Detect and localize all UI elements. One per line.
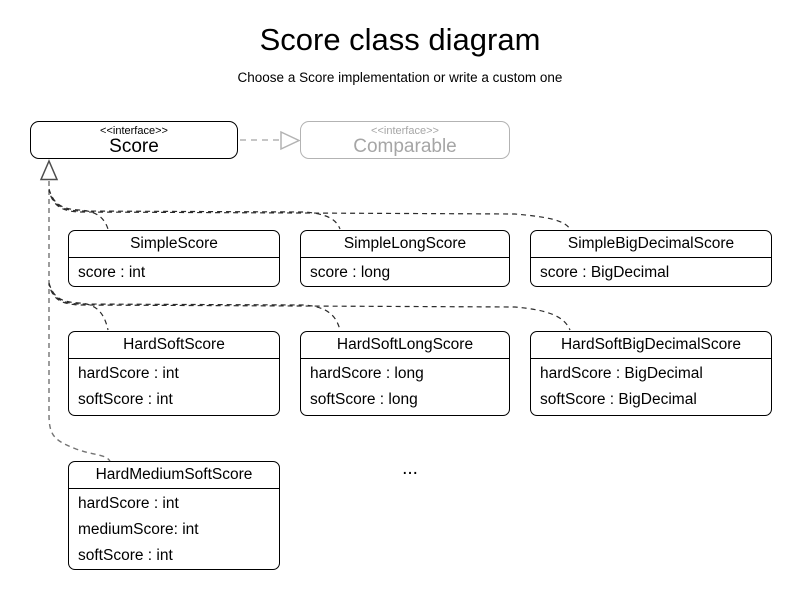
branch-simplebigdecimalscore [48, 190, 571, 230]
interface-box-score: <<interface>> Score [30, 121, 238, 159]
class-attribute: mediumScore: int [78, 521, 199, 538]
page-title: Score class diagram [259, 22, 541, 57]
class-title: HardSoftBigDecimalScore [531, 332, 771, 359]
realization-trunk-line [48, 181, 111, 462]
class-attribute: softScore : BigDecimal [540, 391, 697, 408]
class-attribute: hardScore : long [310, 365, 424, 382]
class-attribute: score : int [78, 264, 146, 281]
comparable-name: Comparable [353, 136, 457, 157]
class-box-simplescore: SimpleScore score : int [68, 230, 280, 287]
score-name: Score [109, 136, 159, 157]
class-attribute: hardScore : int [78, 365, 179, 382]
class-title: SimpleScore [69, 231, 279, 258]
comparable-stereotype: <<interface>> [371, 125, 439, 137]
class-title: HardMediumSoftScore [69, 462, 279, 489]
up-hollow-triangle-icon [39, 159, 59, 181]
class-box-hardsoftlongscore: HardSoftLongScore hardScore : long softS… [300, 331, 510, 416]
page-subtitle: Choose a Score implementation or write a… [237, 70, 563, 85]
branch-hardsoftlongscore [48, 283, 341, 331]
class-title: SimpleBigDecimalScore [531, 231, 771, 258]
class-box-hardsoftscore: HardSoftScore hardScore : int softScore … [68, 331, 280, 416]
class-title: SimpleLongScore [301, 231, 509, 258]
class-attribute: hardScore : BigDecimal [540, 365, 703, 382]
class-box-simplelongscore: SimpleLongScore score : long [300, 230, 510, 287]
more-implementations-ellipsis: ... [402, 458, 418, 479]
class-attribute: softScore : int [78, 391, 173, 408]
class-attribute: score : BigDecimal [540, 264, 670, 281]
interface-box-comparable: <<interface>> Comparable [300, 121, 510, 159]
right-hollow-triangle-icon [280, 130, 301, 151]
branch-simplelongscore [48, 189, 341, 230]
class-title: HardSoftScore [69, 332, 279, 359]
branch-simplescore [48, 188, 109, 230]
class-attribute: hardScore : int [78, 495, 179, 512]
branch-hardsoftbigdecimalscore [48, 284, 571, 331]
class-attribute: score : long [310, 264, 391, 281]
score-stereotype: <<interface>> [100, 125, 168, 137]
class-box-hardsoftbigdecimalscore: HardSoftBigDecimalScore hardScore : BigD… [530, 331, 772, 416]
branch-hardsoftscore [48, 282, 109, 331]
class-attribute: softScore : int [78, 547, 173, 564]
class-box-hardmediumsoftscore: HardMediumSoftScore hardScore : int medi… [68, 461, 280, 570]
class-attribute: softScore : long [310, 391, 418, 408]
class-box-simplebigdecimalscore: SimpleBigDecimalScore score : BigDecimal [530, 230, 772, 287]
class-title: HardSoftLongScore [301, 332, 509, 359]
